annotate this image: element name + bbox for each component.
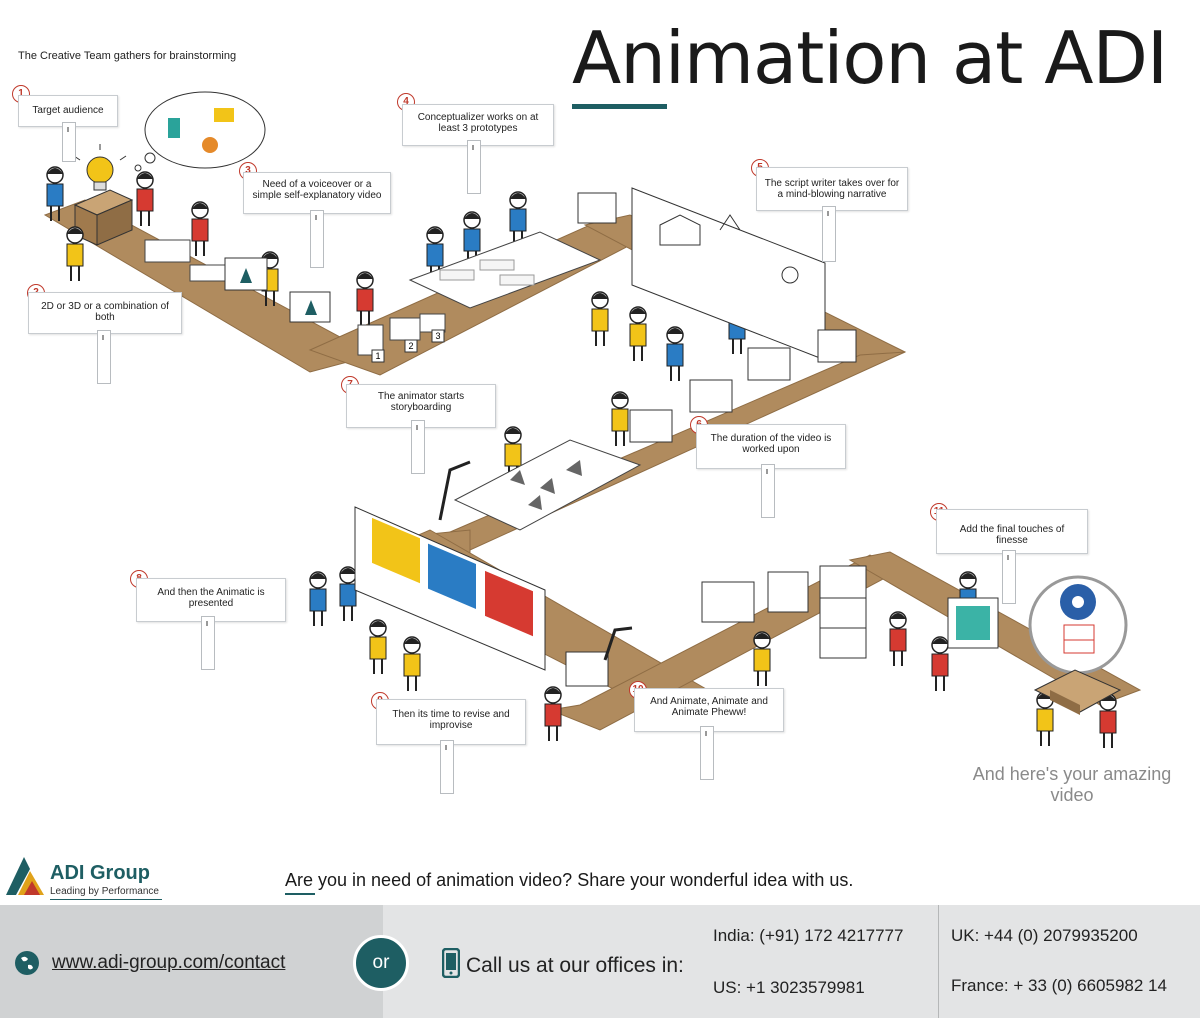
closing-text: And here's your amazing video: [972, 764, 1172, 805]
step-text: And Animate, Animate and Animate Pheww!: [634, 688, 784, 732]
title-underline: [572, 104, 667, 109]
person-figure: [369, 619, 387, 674]
contact-band-right: [383, 905, 1200, 1018]
logo-rule: [50, 899, 162, 900]
paper-stacks: [144, 239, 446, 356]
person-figure: [1099, 693, 1117, 748]
person-figure: [403, 636, 421, 691]
globe-icon: [15, 951, 39, 975]
cta-text: Are you in need of animation video? Shar…: [285, 870, 854, 890]
contact-band-left: [0, 905, 383, 1018]
prototype-number: 2: [408, 341, 413, 351]
or-badge: or: [353, 935, 409, 991]
reveal-box: [1033, 669, 1122, 715]
office-us[interactable]: US: +1 3023579981: [713, 978, 865, 997]
step-tag: [761, 464, 775, 518]
person-figure: [753, 631, 771, 686]
brand-logo-on-monitor: [240, 268, 317, 315]
step-tag: [822, 206, 836, 262]
step-tag: [700, 726, 714, 780]
person-figure: [629, 306, 647, 361]
person-figure: [544, 686, 562, 741]
step-tag: [201, 616, 215, 670]
step-text: Then its time to revise and improvise: [376, 699, 526, 745]
person-figure: [136, 171, 154, 226]
person-figure: [66, 226, 84, 281]
prototype-markers: 1 2 3: [371, 329, 445, 363]
step-tag: [62, 122, 76, 162]
step-text: The script writer takes over for a mind-…: [756, 167, 908, 211]
monitors: [224, 192, 809, 687]
person-figure: [356, 271, 374, 326]
person-figure: [339, 566, 357, 621]
desk-lamp: [438, 460, 633, 661]
step-text: Conceptualizer works on at least 3 proto…: [402, 104, 554, 146]
step-tag: [1002, 550, 1016, 604]
person-figure: [46, 166, 64, 221]
person-figure: [261, 251, 279, 306]
person-figure: [889, 611, 907, 666]
prototype-table: [408, 231, 602, 309]
phone-icon: [442, 948, 460, 978]
idea-bulb-icon: [73, 144, 127, 191]
person-figure: [191, 201, 209, 256]
scene-subtitle: The Creative Team gathers for brainstorm…: [18, 50, 237, 62]
logo-tagline: Leading by Performance: [50, 886, 159, 897]
idea-box: [73, 189, 134, 246]
person-figure: [309, 571, 327, 626]
cta-underline: [285, 893, 315, 895]
person-figure: [611, 391, 629, 446]
offices-divider: [938, 905, 939, 1018]
step-tag: [310, 210, 324, 268]
prototype-number: 1: [375, 351, 380, 361]
thought-cloud: [134, 91, 266, 172]
step-tag: [411, 420, 425, 474]
logo-name: ADI Group: [50, 862, 150, 884]
office-india[interactable]: India: (+91) 172 4217777: [713, 926, 904, 945]
adi-logo-icon: [6, 857, 44, 895]
step-tag: [467, 140, 481, 194]
person-figure: [666, 326, 684, 381]
animatic-board: [354, 506, 546, 671]
person-figure: [591, 291, 609, 346]
person-figure: [931, 636, 949, 691]
prototype-number: 3: [435, 331, 440, 341]
step-text: 2D or 3D or a combination of both: [28, 292, 182, 334]
finishing-station: [819, 565, 999, 659]
step-tag: [440, 740, 454, 794]
office-france[interactable]: France: + 33 (0) 6605982 14: [951, 976, 1167, 995]
call-label: Call us at our offices in:: [466, 954, 684, 977]
final-video-badge: [1028, 575, 1128, 675]
website-link[interactable]: www.adi-group.com/contact: [52, 952, 286, 973]
step-text: Need of a voiceover or a simple self-exp…: [243, 172, 391, 214]
office-uk[interactable]: UK: +44 (0) 2079935200: [951, 926, 1138, 945]
step-text: The duration of the video is worked upon: [696, 424, 846, 469]
step-tag: [97, 330, 111, 384]
page-title: Animation at ADI: [572, 16, 1168, 100]
storyboard-table: [453, 439, 642, 531]
step-text: Add the final touches of finesse: [936, 509, 1088, 554]
book-shelf: [817, 329, 857, 363]
